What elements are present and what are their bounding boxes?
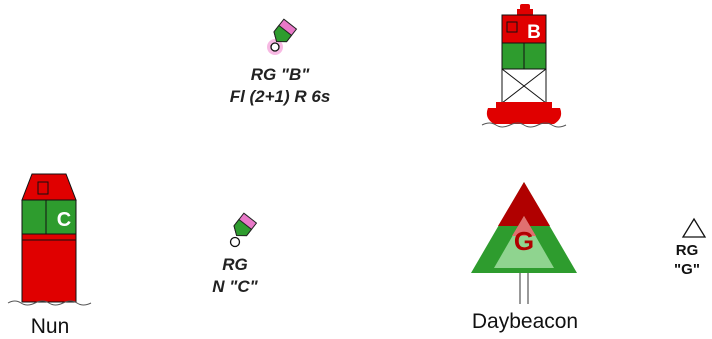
lighted-buoy-chart-symbol <box>262 14 308 60</box>
daybeacon-triangle-symbol-icon <box>681 217 707 238</box>
nun-buoy-symbol-icon <box>229 212 258 248</box>
nun-junction-buoy: C <box>7 172 100 308</box>
lighted-buoy-symbol-icon <box>267 18 298 55</box>
lighted-buoy-letter: B <box>527 22 541 43</box>
daybeacon-letter: G <box>514 226 534 256</box>
triangular-daybeacon-icon: G <box>471 182 577 304</box>
lighted-buoy-label-line1: RG "B" <box>250 65 310 84</box>
nun-buoy-label: RG N "C" <box>165 254 305 298</box>
nun-caption: Nun <box>30 315 70 338</box>
nun-buoy-label-line1: RG <box>222 255 248 274</box>
lighted-buoy-label: RG "B" Fl (2+1) R 6s <box>180 64 380 108</box>
lighted-junction-buoy: B <box>481 4 570 130</box>
daybeacon-label-line2: "G" <box>674 261 700 278</box>
lighted-buoy-label-line2: Fl (2+1) R 6s <box>229 87 331 106</box>
lighted-junction-buoy-icon: B <box>481 4 567 128</box>
daybeacon-caption: Daybeacon <box>471 310 579 333</box>
daybeacon-label-line1: RG <box>675 242 699 259</box>
nun-buoy-label-line2: N "C" <box>212 277 258 296</box>
nun-junction-buoy-icon: C <box>7 173 92 306</box>
daybeacon-chart-label: RG "G" <box>662 241 712 279</box>
nun-buoy-letter: C <box>57 209 71 231</box>
daybeacon-chart-symbol <box>681 217 707 238</box>
triangular-daybeacon: G <box>470 180 580 306</box>
nun-buoy-chart-symbol <box>222 210 266 254</box>
